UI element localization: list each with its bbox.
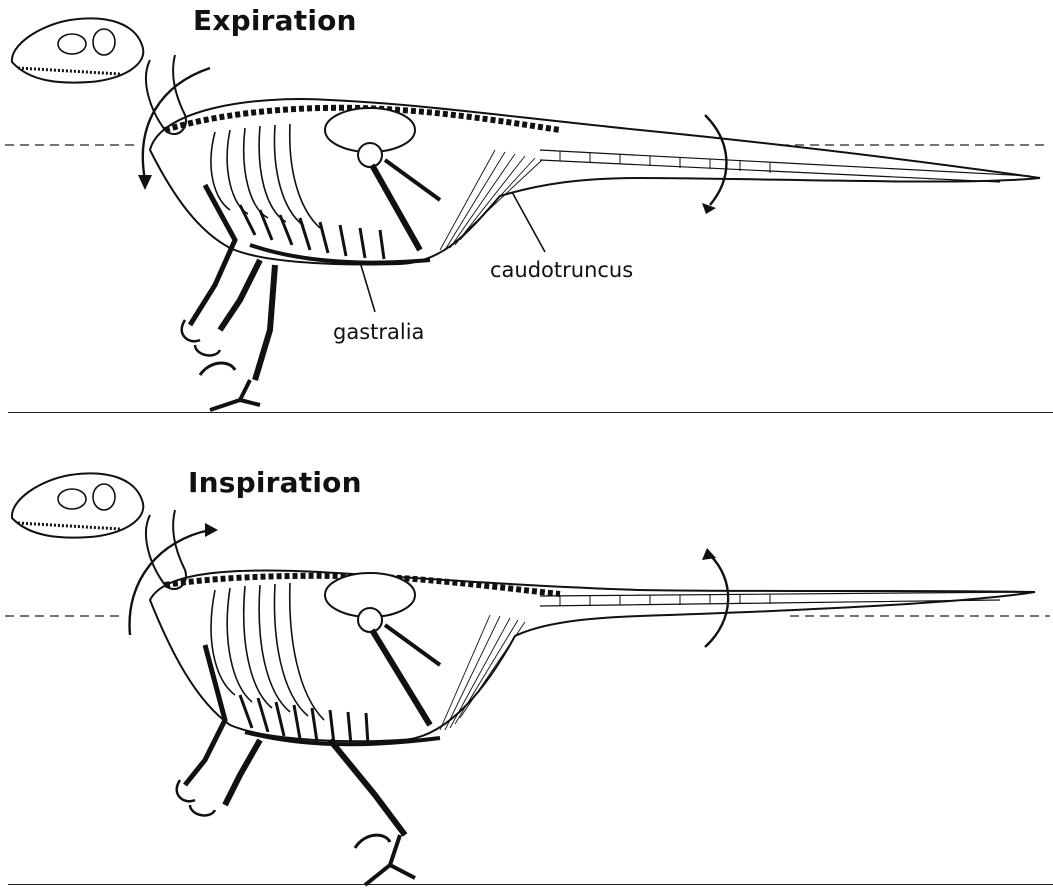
ischium [385,160,440,200]
caudotruncus-label: caudotruncus [490,258,633,282]
hip-joint [358,608,382,632]
panel-divider [8,412,1053,413]
caudotruncus-muscle [440,150,542,250]
tail-arrowhead [702,548,716,560]
hindlimb-tibia [255,265,275,380]
gastralia [240,695,368,745]
skull [12,18,143,82]
chest-arrowhead [205,523,218,537]
hand-claws [177,780,215,815]
hand-claws [182,320,220,355]
ischium [385,625,440,665]
ribs [211,124,320,228]
pubis [372,630,430,725]
tail-arrowhead [702,203,716,214]
dinosaur-skeleton-diagram [0,0,1053,420]
expiration-panel: Expiration [0,0,1053,420]
dinosaur-skeleton-diagram [0,440,1053,893]
panel-divider [8,884,1053,885]
gastralia [240,205,384,259]
gastralia-label: gastralia [333,320,424,344]
inspiration-panel: Inspiration [0,440,1053,893]
hip-joint [358,143,382,167]
tail-rotation-arrow [705,555,728,647]
hindlimb-foot [210,380,260,410]
forelimb [190,185,235,325]
chest-arrowhead [138,175,152,190]
sickle-claw [200,363,235,375]
hindlimb-femur [220,260,260,330]
caudotruncus-leader [512,192,545,252]
skull [12,473,143,537]
hindlimb-foot [365,835,415,885]
gastralia-leader [360,262,375,312]
caudotruncus-muscle [440,615,525,730]
ribs [211,583,324,720]
tail-vertebrae [540,592,1030,606]
body-outline [150,99,1040,264]
hindlimb-tibia [330,740,405,835]
sickle-claw [355,835,390,848]
hindlimb-femur [225,740,260,805]
